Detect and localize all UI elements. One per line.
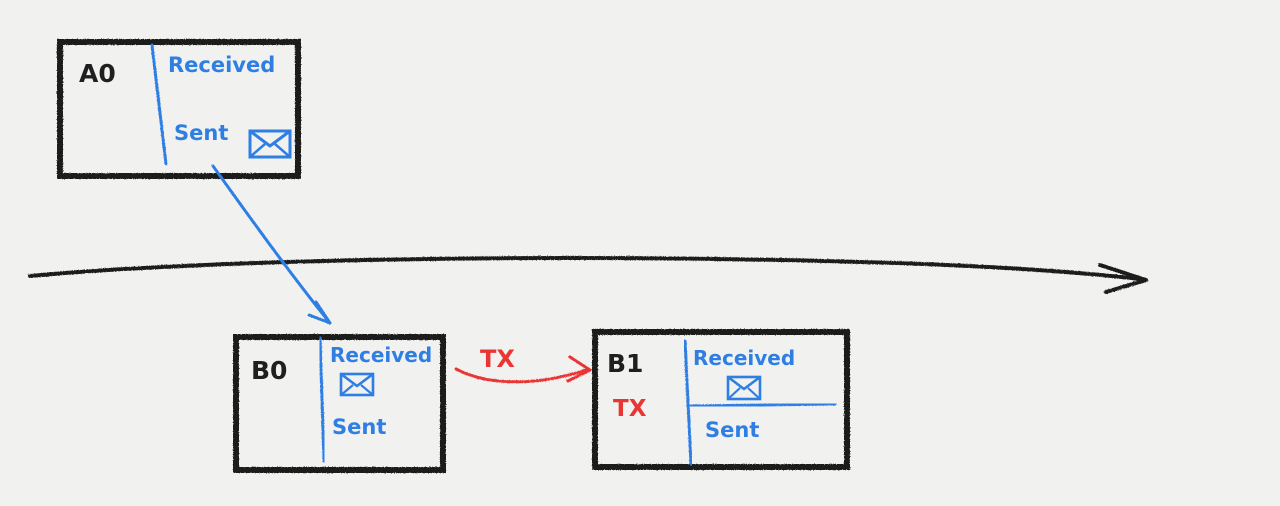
tx-label: TX [613, 396, 647, 422]
sent-label: Sent [174, 121, 228, 145]
block-title: B0 [251, 356, 287, 385]
connector-b0-to-b1: TX [454, 345, 592, 384]
received-label: Received [330, 343, 432, 367]
timeline [28, 256, 1148, 294]
block-a0: A0 Received Sent [57, 39, 301, 179]
block-title: A0 [79, 59, 116, 88]
connector-label: TX [480, 345, 515, 373]
block-b0: B0 Received Sent [233, 334, 446, 473]
block-b1: B1 TX Received Sent [592, 329, 850, 470]
sent-label: Sent [332, 415, 386, 439]
sent-label: Sent [705, 418, 759, 442]
envelope-icon [248, 129, 292, 159]
envelope-icon [339, 372, 375, 397]
block-title: B1 [607, 349, 643, 378]
envelope-icon [726, 375, 762, 401]
received-label: Received [168, 53, 275, 77]
connector-a0-to-b0 [211, 164, 332, 325]
received-label: Received [693, 346, 795, 370]
